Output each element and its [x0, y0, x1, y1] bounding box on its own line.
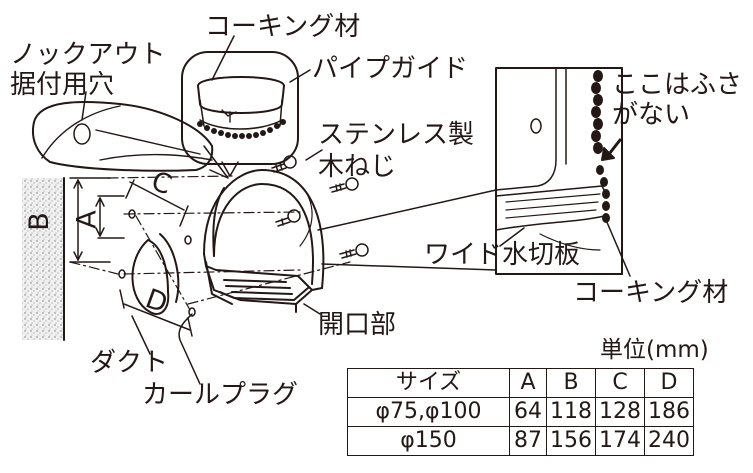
- dimension-a: A: [71, 210, 103, 229]
- dimension-b: B: [23, 212, 55, 231]
- table-cell: φ150: [347, 426, 510, 456]
- wide-drain-label: ワイド水切板: [424, 240, 581, 270]
- plug-label: カールプラグ: [142, 380, 299, 410]
- caulking-beads-top: [197, 119, 286, 139]
- table-header-row: サイズ A B C D: [347, 368, 694, 398]
- knockout-label: ノックアウト: [10, 40, 166, 70]
- table-cell: 128: [595, 397, 645, 427]
- caulking-beads-detail: [591, 70, 610, 223]
- caulking-label-top: コーキング材: [205, 12, 361, 42]
- wood-screw-label: 木ねじ: [318, 152, 397, 182]
- table-header-cell: C: [595, 368, 645, 398]
- hood-body: [203, 169, 325, 313]
- table-row: φ75,φ100 64 118 128 186: [347, 397, 694, 427]
- no-cover-label-line2: がない: [612, 100, 691, 130]
- table-row: φ150 87 156 174 240: [347, 426, 694, 456]
- table-cell: 174: [595, 426, 645, 456]
- unit-label: 単位(mm): [600, 337, 709, 363]
- size-table: サイズ A B C D φ75,φ100 64 118 128 186 φ150…: [347, 368, 694, 456]
- pipe-guide-inset: [181, 51, 299, 177]
- pipe-guide-label: パイプガイド: [312, 54, 469, 84]
- leader-lines: [81, 35, 631, 385]
- no-cover-label-line1: ここはふさ: [612, 70, 743, 100]
- table-cell: φ75,φ100: [347, 397, 510, 427]
- dimension-line-d: [119, 289, 193, 337]
- duct-label: ダクト: [90, 348, 169, 378]
- table-header-cell: サイズ: [347, 368, 510, 398]
- wall: [22, 177, 65, 341]
- screw-holes: [118, 209, 196, 317]
- table-header-cell: B: [546, 368, 596, 398]
- table-cell: 156: [546, 426, 596, 456]
- table-cell: 240: [644, 426, 694, 456]
- detail-inset: [317, 67, 623, 275]
- dimension-line-c: [125, 179, 189, 227]
- mounting-hole-label: 据付用穴: [10, 70, 115, 100]
- caulking-label-right: コーキング材: [573, 278, 729, 308]
- knockout-inset: [32, 100, 229, 179]
- table-cell: 118: [546, 397, 596, 427]
- table-cell: 186: [644, 397, 694, 427]
- table-header-cell: D: [644, 368, 694, 398]
- duct-opening: [131, 233, 180, 315]
- table-cell: 87: [509, 426, 547, 456]
- stainless-label: ステンレス製: [318, 120, 475, 150]
- table-cell: 64: [509, 397, 547, 427]
- dimension-lines-ab: [69, 177, 125, 263]
- opening-label: 開口部: [318, 310, 397, 340]
- table-header-cell: A: [509, 368, 547, 398]
